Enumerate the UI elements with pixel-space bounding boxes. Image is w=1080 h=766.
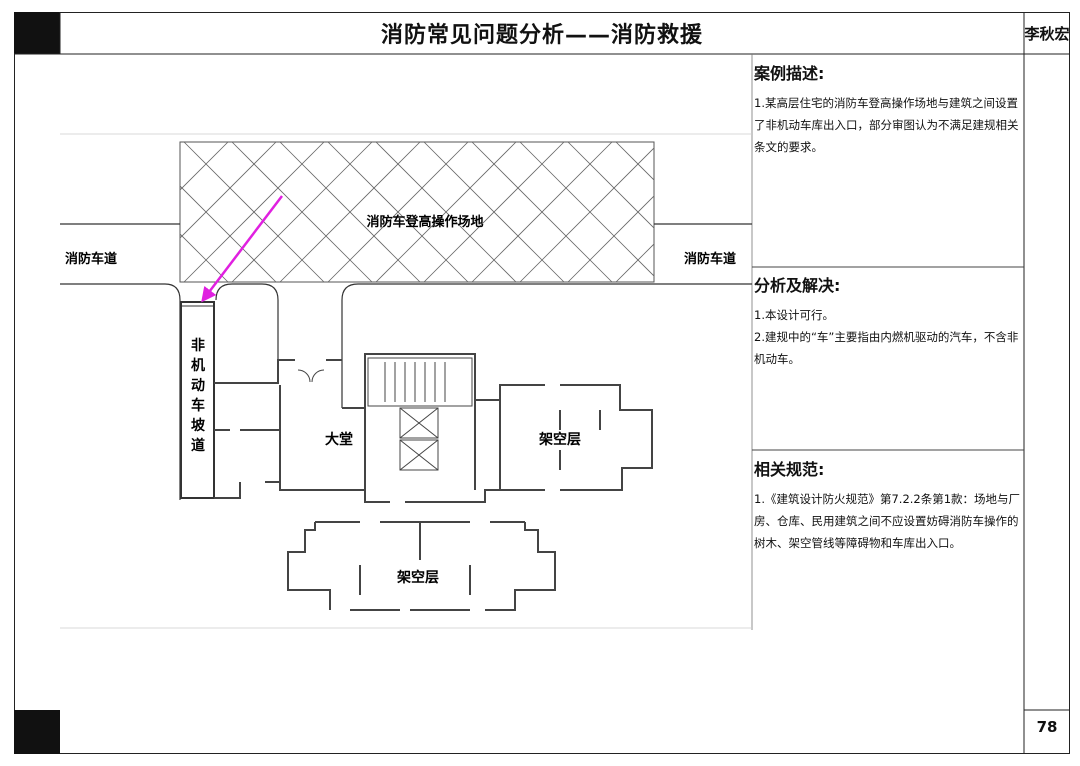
page-frame bbox=[14, 12, 1070, 754]
ramp-label-char: 坡 bbox=[191, 417, 206, 434]
analysis-heading: 分析及解决: bbox=[754, 276, 841, 295]
hatch-line bbox=[519, 147, 654, 282]
ramp-label-char: 车 bbox=[191, 397, 205, 414]
case-text: 1.某高层住宅的消防车登高操作场地与建筑之间设置了非机动车库出入口，部分审图认为… bbox=[754, 96, 1019, 154]
hatch-line bbox=[279, 142, 421, 282]
bicycle-ramp bbox=[180, 301, 215, 499]
code-section: 相关规范: 1.《建筑设计防火规范》第7.2.2条第1款：场地与厂房、仓库、民用… bbox=[754, 456, 1026, 554]
case-heading: 案例描述: bbox=[754, 64, 825, 83]
ramp-label-char: 非 bbox=[191, 337, 205, 354]
analysis-text-2: 2.建规中的“车”主要指由内燃机驱动的汽车，不含非机动车。 bbox=[754, 330, 1019, 366]
corner-block-top-left bbox=[14, 12, 60, 54]
hatch-line bbox=[567, 195, 654, 282]
hatch-line bbox=[180, 142, 229, 191]
hatch-line bbox=[423, 142, 565, 282]
hatch-line bbox=[231, 142, 373, 282]
page-number: 78 bbox=[1036, 718, 1058, 736]
stilt-floor-bottom-label: 架空层 bbox=[396, 569, 439, 586]
aerial-platform-area bbox=[179, 141, 655, 283]
fire-lane-right-label: 消防车道 bbox=[684, 251, 736, 267]
stilt-floor-right-label: 架空层 bbox=[538, 431, 581, 448]
fire-lane-lines bbox=[60, 223, 752, 500]
fire-lane-left-label: 消防车道 bbox=[65, 251, 117, 267]
hatch-line bbox=[471, 142, 613, 282]
case-section: 案例描述: 1.某高层住宅的消防车登高操作场地与建筑之间设置了非机动车库出入口，… bbox=[754, 60, 1026, 158]
corner-block-bottom-left bbox=[14, 710, 60, 754]
analysis-section: 分析及解决: 1.本设计可行。 2.建规中的“车”主要指由内燃机驱动的汽车，不含… bbox=[754, 272, 1026, 370]
lobby-label: 大堂 bbox=[325, 431, 353, 448]
code-text: 1.《建筑设计防火规范》第7.2.2条第1款：场地与厂房、仓库、民用建筑之间不应… bbox=[754, 492, 1021, 550]
floor-plan: 消防车登高操作场地 消防车道 消防车道 非 机 动 车 坡 道 大堂 架空层 架… bbox=[60, 133, 752, 629]
hatch-line bbox=[180, 233, 229, 282]
author-name: 李秋宏 bbox=[1024, 24, 1070, 43]
stair-elevator-core bbox=[297, 357, 473, 471]
ramp-label: 非 机 动 车 坡 道 bbox=[191, 337, 206, 454]
pointer-arrow bbox=[201, 195, 283, 303]
ramp-label-char: 动 bbox=[191, 377, 205, 394]
hatch-line bbox=[180, 142, 277, 239]
building-walls bbox=[214, 353, 653, 611]
page-title: 消防常见问题分析——消防救援 bbox=[380, 23, 703, 48]
analysis-text-1: 1.本设计可行。 bbox=[754, 308, 834, 322]
hatch-line bbox=[615, 243, 654, 282]
hatch-line bbox=[615, 142, 654, 181]
code-heading: 相关规范: bbox=[754, 460, 825, 479]
ramp-label-char: 机 bbox=[191, 357, 205, 374]
ramp-label-char: 道 bbox=[191, 437, 205, 454]
hatch-line bbox=[375, 142, 517, 282]
hatch-line bbox=[183, 142, 325, 282]
hatch-line bbox=[327, 142, 469, 282]
aerial-platform-label: 消防车登高操作场地 bbox=[366, 214, 483, 230]
